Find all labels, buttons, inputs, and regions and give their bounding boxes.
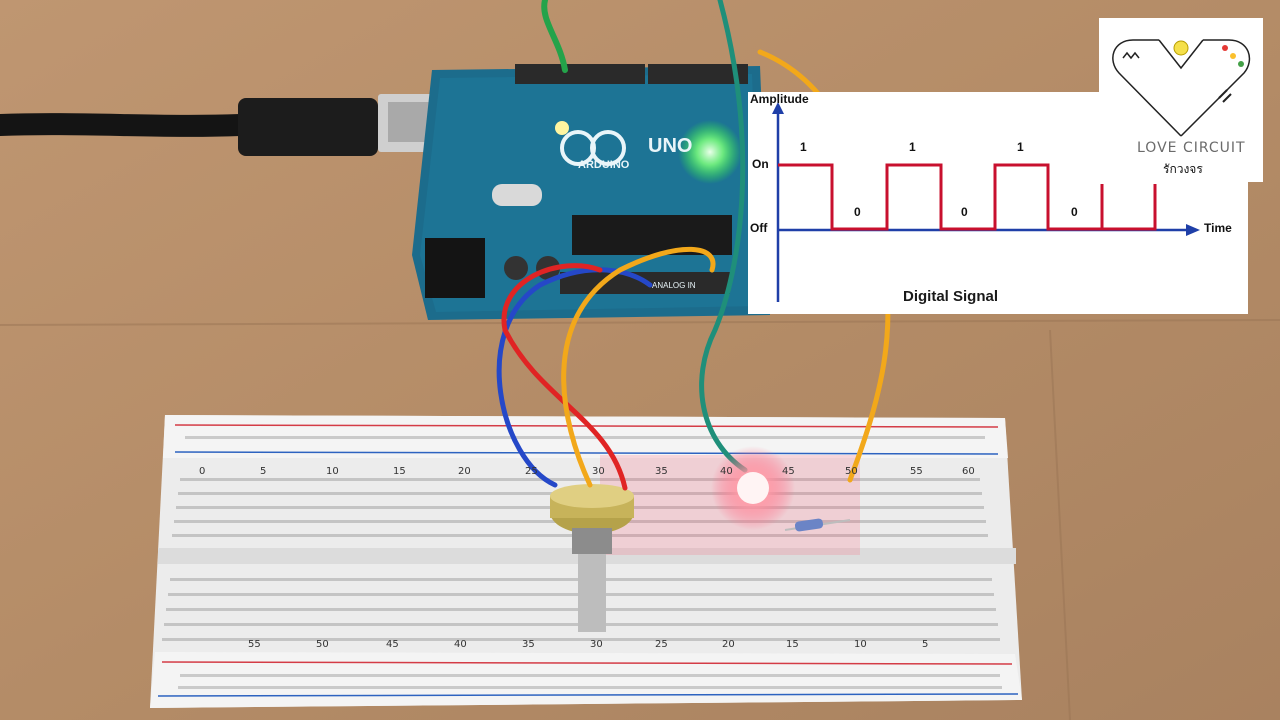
x-axis-arrow <box>1186 224 1200 236</box>
bb-top-num: 0 <box>199 466 206 477</box>
x-axis-label: Time <box>1204 221 1232 235</box>
bb-bottom-num: 50 <box>316 639 329 650</box>
bb-bottom-num: 40 <box>454 639 467 650</box>
bit-label: 0 <box>854 205 861 219</box>
bb-bottom-num: 25 <box>655 639 668 650</box>
board-brand-label: ARDUINO <box>578 159 630 171</box>
love-circuit-logo: LOVE CIRCUIT รักวงจร <box>1099 18 1263 182</box>
board-analog-label: ANALOG IN <box>652 281 696 290</box>
bb-bottom-num: 30 <box>590 639 603 650</box>
bb-top-num: 55 <box>910 466 923 477</box>
bb-bottom-num: 35 <box>522 639 535 650</box>
bit-label: 1 <box>909 140 916 154</box>
bb-top-num: 45 <box>782 466 795 477</box>
bit-label: 0 <box>1071 205 1078 219</box>
y-axis-label: Amplitude <box>750 92 809 106</box>
bb-top-num: 50 <box>845 466 858 477</box>
power-led-glow <box>678 120 742 184</box>
bb-bottom-num: 20 <box>722 639 735 650</box>
bb-top-num: 60 <box>962 466 975 477</box>
on-label: On <box>752 157 769 171</box>
bb-bottom-num: 15 <box>786 639 799 650</box>
y-axis-arrow <box>772 102 784 114</box>
logo-text: LOVE CIRCUIT <box>1137 140 1246 156</box>
signal-waveform <box>778 163 1157 231</box>
signal-plot <box>772 102 1200 302</box>
bb-top-num: 40 <box>720 466 733 477</box>
bb-bottom-num: 45 <box>386 639 399 650</box>
board-model-label: UNO <box>648 135 692 157</box>
bit-label: 1 <box>1017 140 1024 154</box>
bb-top-num: 25 <box>525 466 538 477</box>
heart-circuit-icon <box>1112 39 1251 137</box>
off-label: Off <box>750 221 768 235</box>
bit-label: 1 <box>800 140 807 154</box>
bb-top-num: 10 <box>326 466 339 477</box>
bb-bottom-num: 55 <box>248 639 261 650</box>
potentiometer <box>550 484 634 632</box>
bb-top-num: 5 <box>260 466 267 477</box>
bb-top-num: 30 <box>592 466 605 477</box>
bb-top-num: 35 <box>655 466 668 477</box>
bb-bottom-num: 5 <box>922 639 929 650</box>
arduino-board <box>412 64 770 320</box>
bb-bottom-num: 10 <box>854 639 867 650</box>
red-led <box>737 472 769 504</box>
bb-top-num: 15 <box>393 466 406 477</box>
bb-top-num: 20 <box>458 466 471 477</box>
logo-thai-text: รักวงจร <box>1163 162 1203 176</box>
signal-caption: Digital Signal <box>903 288 999 305</box>
microcontroller-chip <box>572 215 732 255</box>
resistor <box>784 518 851 532</box>
bit-label: 0 <box>961 205 968 219</box>
